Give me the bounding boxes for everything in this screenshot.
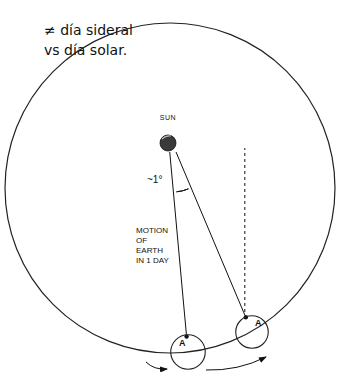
orbit-circle	[5, 23, 335, 353]
earth-node: A	[235, 315, 269, 349]
angle-label: ~1°	[147, 174, 162, 186]
angle-arc	[177, 189, 189, 192]
sun-node: SUN	[156, 114, 180, 152]
rotation-arrow	[146, 362, 167, 369]
earth-circle	[236, 316, 269, 349]
earth-symbol	[170, 334, 206, 370]
sun-label: SUN	[156, 114, 180, 121]
point-label: A	[179, 339, 186, 348]
earth-node: A	[170, 334, 206, 370]
star-direction-line	[244, 148, 245, 312]
earth-symbol	[235, 315, 269, 349]
sun-disc	[160, 135, 176, 151]
earth-circle	[171, 335, 206, 370]
sight-line	[176, 152, 245, 315]
sun-highlight	[162, 136, 171, 139]
sight-line	[170, 152, 187, 334]
motion-label: MOTION OF EARTH IN 1 DAY	[136, 226, 172, 266]
handwritten-note: ≠ día sideral vs día solar.	[44, 20, 142, 60]
point-label: A	[255, 319, 262, 328]
orbit-arrow	[206, 357, 266, 370]
